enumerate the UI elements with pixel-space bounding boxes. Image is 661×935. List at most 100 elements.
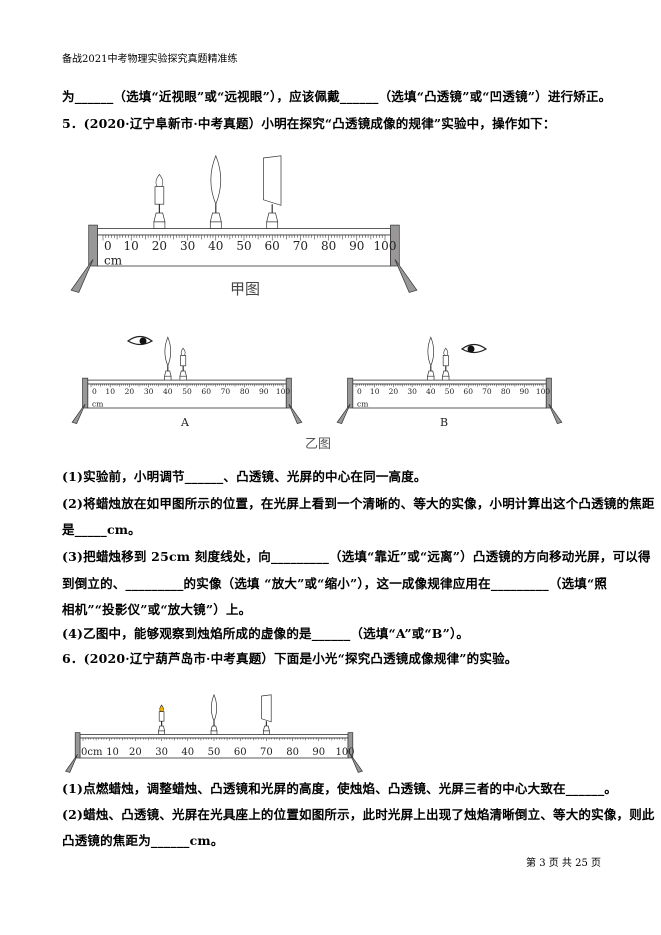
text-line: 为______（选填“近视眼”或“远视眼”），应该佩戴______（选填“凸透镜… — [62, 89, 612, 104]
tick-label: 70 — [482, 387, 492, 396]
page-header: 备战2021中考物理实验探究真题精准练 — [62, 54, 238, 65]
tick-label: 100 — [335, 747, 354, 758]
holder-base — [153, 221, 166, 229]
bench-leg — [394, 259, 418, 293]
tick-label: 0cm — [81, 747, 103, 758]
tick-label: 60 — [234, 747, 247, 758]
text-line: (2)蜡烛、凸透镜、光屏在光具座上的位置如图所示，此时光屏上出现了烛焰清晰倒立、… — [62, 807, 655, 822]
flame-icon — [180, 347, 186, 356]
convex-lens — [210, 693, 218, 723]
bench-stand — [82, 377, 89, 409]
holder — [427, 370, 435, 377]
holder-base — [164, 375, 172, 381]
holder — [210, 725, 218, 732]
flame-icon — [443, 347, 449, 356]
tick-label: 80 — [321, 239, 336, 253]
candle — [442, 355, 449, 367]
text-line: 凸透镜的焦距为______cm。 — [62, 833, 224, 848]
tick-label: 20 — [129, 747, 142, 758]
holder-base — [427, 375, 435, 381]
ruler — [352, 383, 547, 409]
question-5-title: 5．(2020·辽宁阜新市·中考真题）小明在探究“凸透镜成像的规律”实验中，操作… — [62, 116, 556, 131]
tick-label: 60 — [201, 387, 211, 396]
tick-label: 100 — [374, 239, 397, 253]
holder-base — [158, 730, 165, 735]
text-line: (2)将蜡烛放在如甲图所示的位置，在光屏上看到一个清晰的、等大的实像，小明计算出… — [62, 496, 655, 511]
figure-jia-caption: 甲图 — [230, 280, 260, 298]
tick-label: 50 — [182, 387, 192, 396]
tick-label: 70 — [293, 239, 308, 253]
bench-leg — [70, 259, 94, 293]
eye-pupil — [467, 345, 475, 353]
bench-stand — [347, 377, 354, 409]
text-line: 到倒立的、_________的实像（选填 “放大”或“缩小”），这一成像规律应用… — [62, 576, 608, 591]
unit-label: cm — [357, 400, 368, 409]
tick-label: 20 — [125, 387, 135, 396]
tick-label: 0 — [92, 387, 97, 396]
tick-label: 50 — [236, 239, 251, 253]
tick-label: 70 — [260, 747, 273, 758]
bench-rail — [87, 379, 287, 385]
tick-label: 40 — [426, 387, 436, 396]
tick-label: 0 — [357, 387, 362, 396]
bench-leg — [65, 754, 78, 773]
light-screen — [261, 694, 272, 723]
candle — [180, 355, 187, 367]
holder — [153, 212, 166, 223]
holder-base — [442, 375, 450, 381]
eye-pupil — [139, 337, 147, 345]
unit-label: cm — [104, 254, 123, 268]
bench-leg — [71, 403, 86, 425]
flame-icon — [155, 174, 164, 187]
tick-label: 90 — [312, 747, 325, 758]
text-line: (1)点燃蜡烛，调整蜡烛、凸透镜和光屏的高度，使烛焰、凸透镜、光屏三者的中心大致… — [62, 781, 618, 796]
tick-label: 30 — [155, 747, 168, 758]
bench-stand — [74, 732, 81, 759]
holder — [164, 370, 172, 377]
holder — [262, 725, 270, 732]
bench-leg — [548, 403, 563, 425]
tick-label: 50 — [445, 387, 455, 396]
tick-label: 60 — [265, 239, 280, 253]
bench-leg — [350, 754, 363, 773]
tick-label: 90 — [349, 239, 364, 253]
tick-label: 20 — [389, 387, 399, 396]
question-6-title: 6．(2020·辽宁葫芦岛市·中考真题）下面是小光“探究凸透镜成像规律”的实验。 — [62, 651, 518, 666]
tick-label: 90 — [520, 387, 530, 396]
tick-label: 100 — [276, 387, 291, 396]
holder-base — [266, 221, 279, 229]
tick-label: 10 — [106, 747, 119, 758]
bench-leg — [336, 403, 351, 425]
tick-label: 30 — [180, 239, 195, 253]
tick-label: 40 — [163, 387, 173, 396]
text-line: (3)把蜡烛移到 25cm 刻度线处，向_________（选填“靠近”或“远离… — [62, 549, 651, 564]
holder-base — [179, 375, 187, 381]
tick-label: 30 — [407, 387, 417, 396]
convex-lens — [164, 336, 172, 367]
tick-label: 80 — [501, 387, 511, 396]
bench-rail — [97, 227, 391, 236]
tick-label: 10 — [105, 387, 115, 396]
text-line: (4)乙图中，能够观察到烛焰所成的虚像的是______（选填“A”或“B”）。 — [62, 626, 470, 641]
candle — [154, 186, 165, 205]
text-line: 相机”“投影仪”或“放大镜”）上。 — [62, 602, 252, 617]
bench-stand — [347, 732, 354, 759]
figure-B-label: B — [440, 416, 448, 429]
holder-base — [209, 221, 222, 229]
candle — [158, 711, 165, 722]
tick-label: 100 — [536, 387, 551, 396]
flame-icon — [159, 704, 164, 712]
holder — [442, 370, 450, 377]
tick-label: 60 — [463, 387, 473, 396]
tick-label: 40 — [181, 747, 194, 758]
bench-rail — [79, 734, 349, 739]
convex-lens — [210, 154, 222, 206]
tick-label: 0 — [104, 239, 112, 253]
holder — [179, 370, 187, 377]
tick-label: 50 — [208, 747, 221, 758]
